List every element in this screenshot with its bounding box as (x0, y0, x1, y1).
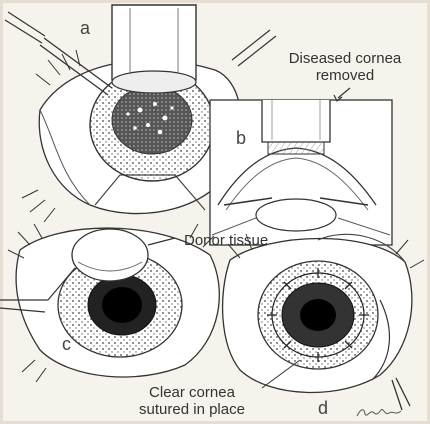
clear-cornea-line2: sutured in place (122, 401, 262, 418)
diseased-cornea-line1: Diseased cornea (270, 50, 420, 67)
panel-b-letter: b (236, 130, 246, 146)
artist-signature (355, 404, 405, 420)
diseased-cornea-line2: removed (270, 67, 420, 84)
panel-b-drawing (210, 88, 392, 245)
diseased-cornea-label: Diseased cornea removed (270, 50, 420, 84)
clear-cornea-line1: Clear cornea (122, 384, 262, 401)
panel-c-letter: c (62, 336, 71, 352)
panel-a-letter: a (80, 20, 90, 36)
donor-tissue-label: Donor tissue (184, 233, 268, 249)
panel-d-letter: d (318, 400, 328, 416)
clear-cornea-label: Clear cornea sutured in place (122, 384, 262, 418)
